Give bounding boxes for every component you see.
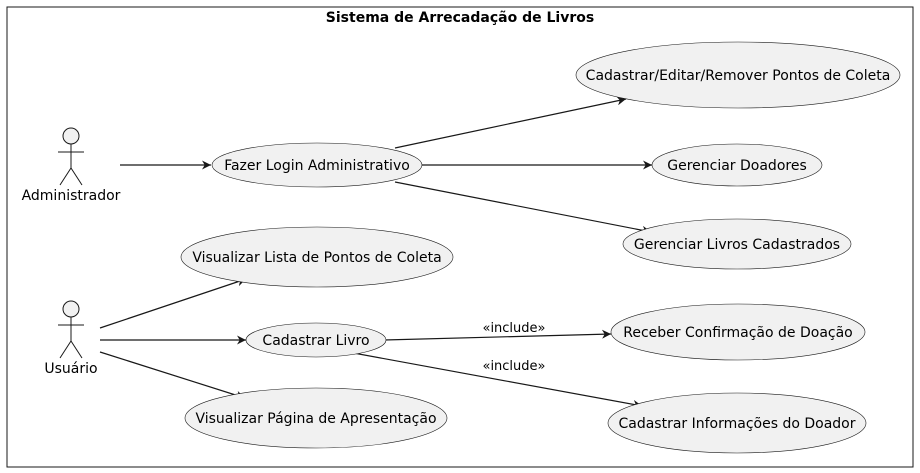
edge-user-viewpoints: [99, 277, 247, 329]
use-case-register-donor-info: Cadastrar Informações do Doador: [607, 392, 867, 454]
use-case-label: Receber Confirmação de Doação: [623, 325, 853, 341]
edge-login-books: [394, 181, 652, 235]
use-case-label: Cadastrar Informações do Doador: [618, 416, 855, 432]
use-case-manage-points: Cadastrar/Editar/Remover Pontos de Colet…: [575, 41, 901, 109]
actor-label: Usuário: [44, 361, 97, 377]
use-case-label: Gerenciar Livros Cadastrados: [634, 237, 840, 253]
actor-label: Administrador: [22, 188, 121, 204]
use-case-receive-confirmation: Receber Confirmação de Doação: [610, 303, 866, 361]
use-case-label: Visualizar Página de Apresentação: [195, 411, 436, 427]
use-case-register-book: Cadastrar Livro: [245, 322, 387, 358]
edge-include-confirmation: [383, 329, 612, 341]
actor-head-icon: [62, 300, 80, 318]
use-case-label: Visualizar Lista de Pontos de Coleta: [192, 250, 441, 266]
system-title: Sistema de Arrecadação de Livros: [326, 10, 594, 26]
actor-head-icon: [62, 127, 80, 145]
use-case-manage-donors: Gerenciar Doadores: [651, 143, 823, 187]
edge-user-presentation: [99, 351, 246, 400]
use-case-view-points: Visualizar Lista de Pontos de Coleta: [180, 226, 454, 288]
use-case-label: Cadastrar/Editar/Remover Pontos de Colet…: [586, 68, 891, 84]
actor-usuario: Usuário: [44, 300, 98, 377]
edge-include-donor-info: [347, 351, 643, 409]
use-case-label: Gerenciar Doadores: [667, 158, 807, 174]
use-case-admin-login: Fazer Login Administrativo: [211, 142, 423, 188]
actor-administrador: Administrador: [22, 127, 121, 204]
use-case-manage-books: Gerenciar Livros Cadastrados: [622, 218, 852, 270]
include-label: «include»: [482, 321, 545, 336]
edge-login-points: [394, 96, 627, 149]
use-case-view-presentation: Visualizar Página de Apresentação: [184, 387, 448, 449]
use-case-label: Cadastrar Livro: [262, 333, 369, 349]
include-label: «include»: [482, 359, 545, 374]
use-case-label: Fazer Login Administrativo: [224, 158, 410, 174]
